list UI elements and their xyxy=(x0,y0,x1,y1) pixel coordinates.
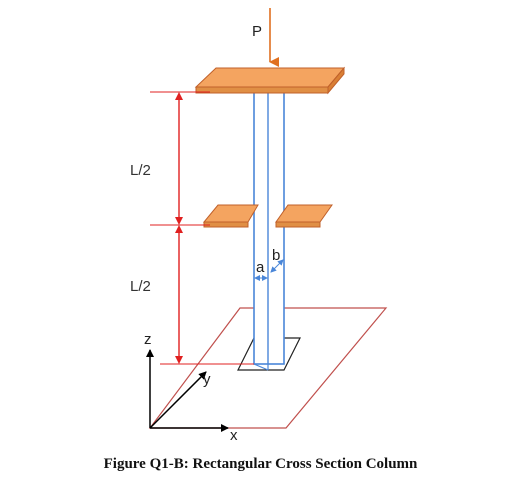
dimension-lines xyxy=(150,91,254,365)
middle-plate-right xyxy=(275,204,333,228)
upper-length-label: L/2 xyxy=(130,162,151,179)
axes xyxy=(146,349,229,432)
dim-b-label: b xyxy=(272,247,280,264)
load-label: P xyxy=(252,23,262,40)
top-plate xyxy=(194,66,346,95)
middle-plate-left xyxy=(202,204,259,228)
dim-b-arrow xyxy=(270,259,284,273)
axis-y-label: y xyxy=(203,371,211,388)
lower-length-label: L/2 xyxy=(130,278,151,295)
axis-x-label: x xyxy=(230,427,238,444)
dim-a-label: a xyxy=(256,259,265,276)
figure-caption: Figure Q1-B: Rectangular Cross Section C… xyxy=(103,456,418,472)
axis-z-label: z xyxy=(144,331,152,348)
column xyxy=(253,91,285,371)
ground-plane xyxy=(148,307,388,429)
